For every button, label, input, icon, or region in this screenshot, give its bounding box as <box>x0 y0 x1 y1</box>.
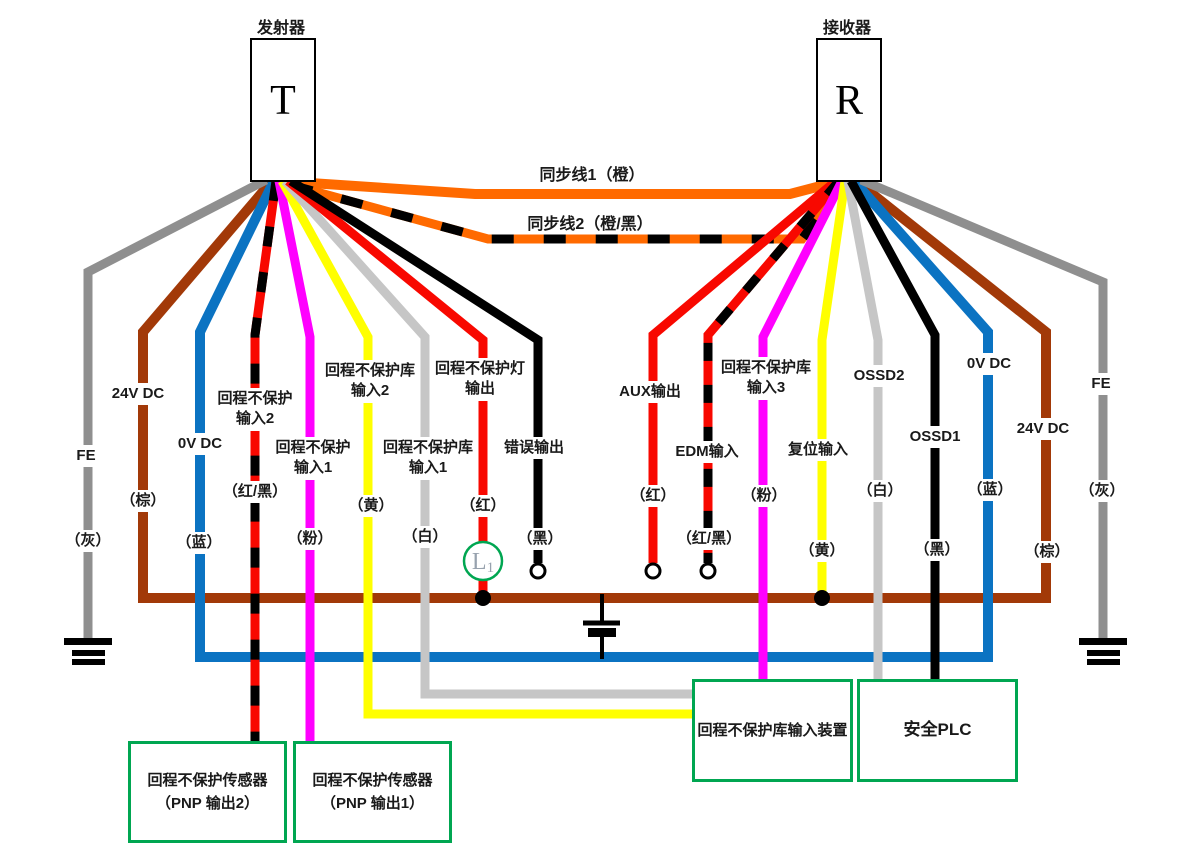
transmitter-box: T <box>250 38 316 182</box>
label-fe-left-color: （灰） <box>61 530 115 553</box>
wire-fe-left <box>83 176 269 640</box>
junction-dot-reset <box>814 590 830 606</box>
wire-0v-loop <box>195 177 993 662</box>
muting-sensor2-box: 回程不保护传感器 （PNP 输出2） <box>128 741 287 843</box>
wire-edm-base <box>703 178 843 563</box>
wire-24v-loop <box>138 177 1051 603</box>
wire-ossd1 <box>847 178 940 682</box>
receiver-letter: R <box>834 78 863 124</box>
muting-bank-device-label: 回程不保护库输入装置 <box>697 721 848 739</box>
label-0v-left-color: （蓝） <box>172 532 226 555</box>
label-fe-right-color: （灰） <box>1075 480 1129 503</box>
muting-sensor1-line1: 回程不保护传感器 <box>312 771 433 789</box>
label-err-out-color: （黑） <box>513 528 567 551</box>
label-24v-right-signal: 24V DC <box>1012 418 1074 441</box>
muting-bank-device-box: 回程不保护库输入装置 <box>692 679 853 782</box>
wire-reset-in <box>817 180 850 598</box>
label-lamp-out-color: （红） <box>456 495 510 518</box>
safety-plc-box: 安全PLC <box>857 679 1018 782</box>
label-edm-in-signal: EDM输入 <box>671 441 743 464</box>
label-aux-out-color: （红） <box>626 485 680 508</box>
wire-ossd2 <box>843 180 883 682</box>
label-lib-in2-color: （黄） <box>344 495 398 518</box>
label-ossd1-color: （黑） <box>910 539 964 562</box>
label-muting-in2-signal: 回程不保护 输入2 <box>213 388 297 431</box>
label-err-out-signal: 错误输出 <box>499 437 569 460</box>
muting-lamp: L1 <box>462 540 504 582</box>
muting-sensor1-box: 回程不保护传感器 （PNP 输出1） <box>293 741 452 843</box>
label-ossd2-signal: OSSD2 <box>849 365 909 388</box>
label-reset-in-color: （黄） <box>795 540 849 563</box>
receiver-title: 接收器 <box>822 20 872 37</box>
sync2-label: 同步线2（橙/黑） <box>523 210 657 234</box>
terminal-edm-in <box>699 562 717 580</box>
wire-lib-in2 <box>278 178 692 719</box>
label-ossd2-color: （白） <box>853 480 907 503</box>
wire-err-out <box>288 177 543 563</box>
label-muting-in1-signal: 回程不保护 输入1 <box>271 437 355 480</box>
wire-muting-in1 <box>274 180 315 742</box>
label-0v-right-signal: 0V DC <box>962 353 1016 376</box>
battery-symbol <box>583 594 620 659</box>
label-24v-left-signal: 24V DC <box>107 383 169 406</box>
label-ossd1-signal: OSSD1 <box>905 426 965 449</box>
receiver-box: R <box>816 38 882 182</box>
label-24v-right-color: （棕） <box>1020 541 1074 564</box>
label-24v-left-color: （棕） <box>116 490 170 513</box>
transmitter-title: 发射器 <box>256 20 306 37</box>
ground-symbol-left <box>64 638 112 665</box>
label-muting-in2-color: （红/黑） <box>218 481 292 504</box>
label-lib-in3-signal: 回程不保护库 输入3 <box>716 357 816 400</box>
wire-lib-in1 <box>281 177 692 699</box>
wire-sync1 <box>294 177 838 199</box>
wire-muting-in2-dash <box>250 180 281 742</box>
label-0v-right-color: （蓝） <box>963 479 1017 502</box>
label-aux-out-signal: AUX输出 <box>615 381 685 404</box>
wire-lib-in3 <box>758 178 847 682</box>
label-edm-in-color: （红/黑） <box>672 528 746 551</box>
transmitter-letter: T <box>270 78 296 124</box>
label-lib-in2-signal: 回程不保护库 输入2 <box>320 360 420 403</box>
safety-plc-label: 安全PLC <box>903 720 972 740</box>
label-0v-left-signal: 0V DC <box>173 433 227 456</box>
muting-lamp-label: L1 <box>472 549 494 576</box>
label-lib-in1-color: （白） <box>398 526 452 549</box>
wire-fe-right <box>859 175 1108 640</box>
label-lib-in3-color: （粉） <box>737 485 791 508</box>
label-lib-in1-signal: 回程不保护库 输入1 <box>378 437 478 480</box>
sync1-label: 同步线1（橙） <box>535 161 649 185</box>
muting-sensor1-line2: （PNP 输出1） <box>320 795 425 812</box>
label-fe-left-signal: FE <box>72 445 100 468</box>
label-muting-in1-color: （粉） <box>283 528 337 551</box>
label-fe-right-signal: FE <box>1087 373 1115 396</box>
terminal-aux-out <box>644 562 662 580</box>
muting-sensor2-line1: 回程不保护传感器 <box>147 771 268 789</box>
label-reset-in-signal: 复位输入 <box>783 439 853 462</box>
junction-dot-lamp <box>475 590 491 606</box>
label-lamp-out-signal: 回程不保护灯 输出 <box>430 358 530 401</box>
muting-sensor2-line2: （PNP 输出2） <box>155 795 260 812</box>
ground-symbol-right <box>1079 638 1127 665</box>
terminal-err-out <box>529 562 547 580</box>
